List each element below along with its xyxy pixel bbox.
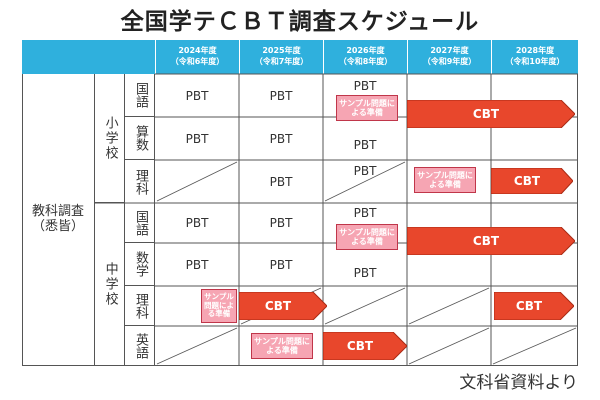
year-header-2026: 2026年度（令和8年度） bbox=[323, 40, 407, 74]
cbt-label: CBT bbox=[515, 299, 543, 313]
year-header-2025: 2025年度（令和7年度） bbox=[239, 40, 323, 74]
prep-js-kokugo-2026: サンプル問題による準備 bbox=[336, 224, 398, 250]
cbt-arrow-js-rika-2025: CBT bbox=[239, 292, 327, 320]
page-title: 全国学テＣＢＴ調査スケジュール bbox=[120, 9, 480, 35]
pbt-es-kokugo-2024: PBT bbox=[185, 89, 209, 103]
cbt-arrow-js-kokugo: CBT bbox=[407, 227, 575, 255]
pbt-es-kokugo-2026: PBT bbox=[353, 79, 377, 93]
pbt-js-sugaku-2024: PBT bbox=[185, 258, 209, 272]
subject-js-kokugo: 国語 bbox=[125, 203, 155, 243]
cbt-arrow-es-rika: CBT bbox=[491, 168, 573, 194]
subject-es-kokugo: 国語 bbox=[125, 74, 155, 117]
prep-js-rika-2024: サンプル問題による準備 bbox=[201, 289, 237, 323]
subject-js-sugaku: 数学 bbox=[125, 243, 155, 286]
pbt-es-rika-2026: PBT bbox=[353, 164, 377, 178]
pbt-js-sugaku-2026: PBT bbox=[353, 266, 377, 280]
pbt-js-kokugo-2024: PBT bbox=[185, 216, 209, 230]
cbt-label: CBT bbox=[513, 174, 541, 188]
year-header-2028: 2028年度（令和10年度） bbox=[491, 40, 578, 74]
pbt-es-sansu-2025: PBT bbox=[269, 132, 293, 146]
header-blank bbox=[22, 40, 155, 74]
subject-es-sansu: 算数 bbox=[125, 117, 155, 160]
prep-es-kokugo-2026: サンプル問題による準備 bbox=[336, 95, 398, 121]
schedule-table: 2024年度（令和6年度） 2025年度（令和7年度） 2026年度（令和8年度… bbox=[22, 40, 578, 366]
pbt-es-kokugo-2025: PBT bbox=[269, 89, 293, 103]
pbt-es-sansu-2024: PBT bbox=[185, 132, 209, 146]
prep-es-rika-2027: サンプル問題による準備 bbox=[414, 167, 476, 193]
subject-js-eigo: 英語 bbox=[125, 326, 155, 366]
category-label: 教科調査（悉皆） bbox=[22, 74, 95, 366]
cbt-label: CBT bbox=[472, 234, 500, 248]
pbt-es-rika-2025: PBT bbox=[269, 175, 293, 189]
pbt-es-sansu-2026: PBT bbox=[353, 138, 377, 152]
cbt-arrow-es-kokugo: CBT bbox=[407, 100, 575, 128]
cbt-label: CBT bbox=[472, 107, 500, 121]
subject-es-rika: 理科 bbox=[125, 160, 155, 203]
pbt-js-sugaku-2025: PBT bbox=[269, 258, 293, 272]
year-header-2024: 2024年度（令和6年度） bbox=[155, 40, 239, 74]
cbt-arrow-js-rika-2028: CBT bbox=[494, 292, 574, 320]
cbt-label: CBT bbox=[264, 299, 292, 313]
cbt-label: CBT bbox=[346, 339, 374, 353]
cbt-arrow-js-eigo: CBT bbox=[323, 332, 407, 360]
school-junior: 中学校 bbox=[95, 203, 125, 366]
pbt-js-kokugo-2026: PBT bbox=[353, 206, 377, 220]
pbt-js-kokugo-2025: PBT bbox=[269, 216, 293, 230]
source-credit: 文科省資料より bbox=[459, 373, 578, 393]
subject-js-rika: 理科 bbox=[125, 286, 155, 326]
year-header-2027: 2027年度（令和9年度） bbox=[407, 40, 491, 74]
prep-js-eigo-2025: サンプル問題による準備 bbox=[251, 333, 313, 359]
